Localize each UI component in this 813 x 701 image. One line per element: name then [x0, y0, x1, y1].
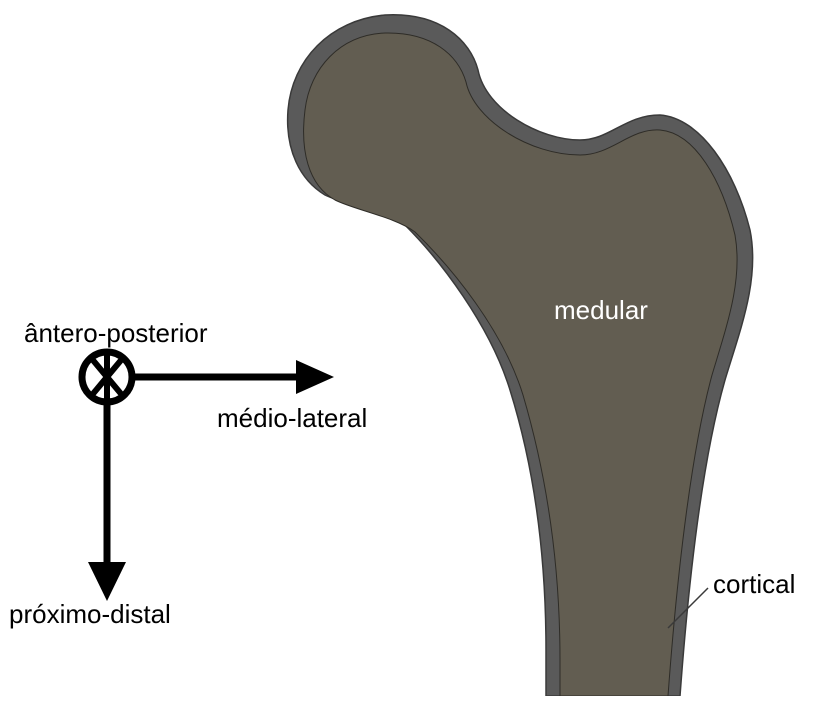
anteroposterior-into-page-icon	[82, 352, 132, 402]
mediolateral-label: médio-lateral	[217, 405, 367, 431]
anteroposterior-label: ântero-posterior	[24, 320, 208, 346]
medullary-label: medular	[554, 297, 648, 323]
proximodistal-arrowhead	[88, 562, 126, 601]
proximodistal-label: próximo-distal	[9, 601, 171, 627]
cortical-label: cortical	[713, 571, 795, 597]
mediolateral-arrowhead	[296, 360, 334, 394]
